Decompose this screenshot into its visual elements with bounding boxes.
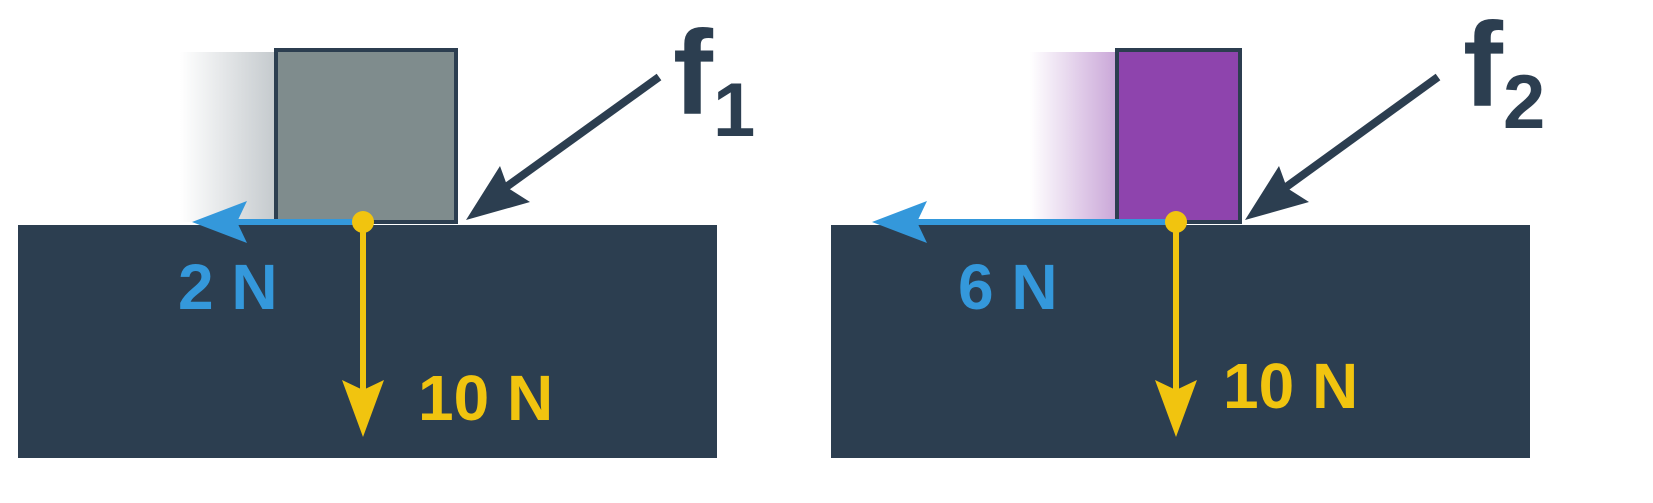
- friction-arrow-right-head: [872, 201, 927, 243]
- block-left: [274, 48, 458, 224]
- weight-arrow-right-head: [1155, 380, 1197, 437]
- friction-arrow-left-head: [192, 201, 247, 243]
- friction-label-left: 2 N: [178, 251, 278, 323]
- applied-force-arrow-left-head: [466, 166, 530, 220]
- panel-left: 2 N 10 N f1: [18, 6, 755, 458]
- friction-label-right: 6 N: [958, 251, 1058, 323]
- weight-label-right: 10 N: [1223, 350, 1358, 422]
- motion-blur-right: [1030, 52, 1118, 222]
- panel-right: 6 N 10 N f2: [831, 0, 1545, 458]
- force-subscript-right: 2: [1503, 60, 1545, 145]
- force-label-right: f2: [1463, 0, 1545, 145]
- force-label-left: f1: [673, 6, 755, 153]
- block-right: [1115, 48, 1242, 224]
- contact-point-left: [352, 211, 374, 233]
- applied-force-arrow-right-shaft: [1279, 73, 1441, 194]
- motion-blur-left: [180, 52, 277, 222]
- applied-force-arrow-left-shaft: [499, 73, 662, 194]
- applied-force-arrow-right-head: [1245, 166, 1309, 220]
- force-subscript-left: 1: [713, 68, 755, 153]
- contact-point-right: [1165, 211, 1187, 233]
- weight-label-left: 10 N: [418, 362, 553, 434]
- weight-arrow-left-head: [342, 380, 384, 437]
